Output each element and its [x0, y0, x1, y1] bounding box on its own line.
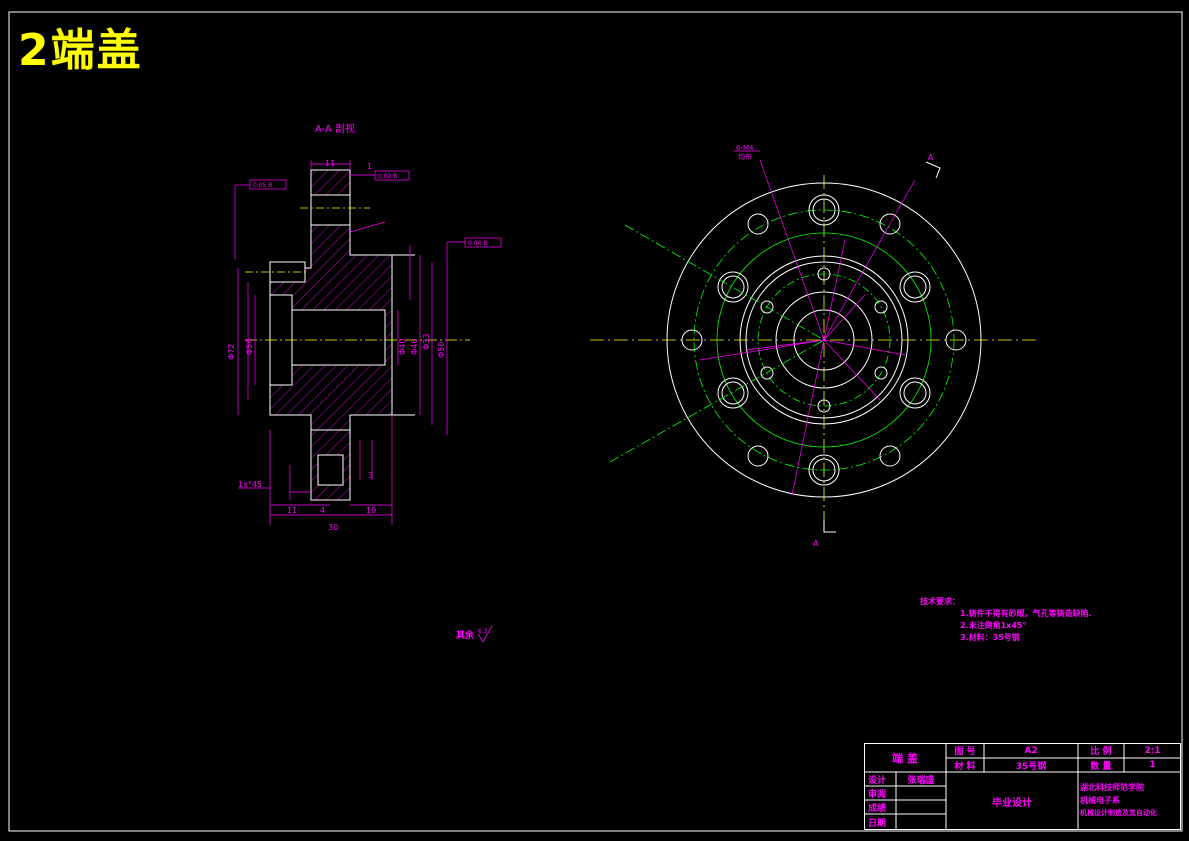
quantity-value: 1: [1149, 760, 1156, 770]
dim-phi50: Φ50: [437, 342, 446, 358]
bore-circle: [793, 309, 855, 371]
section-bore: [289, 309, 386, 366]
tech-item-1: 1.铸件不得有砂眼，气孔等铸造缺陷.: [960, 609, 1092, 618]
date-label: 日期: [868, 818, 887, 829]
dim-11-top: 11: [325, 159, 335, 168]
roughness-value: 6.3: [478, 628, 488, 635]
department-name: 机械电子系: [1080, 795, 1120, 805]
scale-label: 比 例: [1090, 747, 1112, 757]
section-view: A-A 剖视: [227, 122, 502, 643]
dim-phi40: Φ40: [398, 339, 407, 355]
tolerance-frames: 0.05 B 0.02 B 0.04 B: [249, 170, 502, 248]
outer-flange-circle: [666, 182, 982, 498]
drawing-no: A2: [1024, 745, 1038, 756]
dim-phi33: Φ33: [422, 334, 431, 350]
cut-mark-bottom: A: [813, 539, 819, 548]
bore-outer-circle: [775, 291, 873, 389]
dim-chamfer: 1x°45: [238, 480, 262, 489]
major-name: 机械设计制造及其自动化: [1080, 809, 1157, 817]
dim-30: 30: [328, 523, 338, 532]
cutting-plane-marks: [823, 161, 941, 533]
tech-heading: 技术要求：: [920, 597, 960, 606]
upper-bolt-hole: [310, 194, 351, 226]
design-label: 设计: [868, 775, 887, 786]
radial-dimension-lines: [699, 159, 916, 496]
inner-pitch-circle: [757, 273, 891, 407]
sheet-border: [8, 11, 1183, 832]
tech-item-3: 3.材料：35号钢: [960, 633, 1020, 642]
school-name: 湖北科技师范学院: [1080, 782, 1144, 792]
holes-note-1: 6-M4: [736, 144, 754, 152]
review-label: 审阅: [868, 789, 887, 800]
title-block: 端 盖 图 号 A2 比 例 2:1 材 料 35号钢 数 量 1 设计 张瑞盛…: [864, 743, 1181, 830]
sheet-title: 2端盖: [18, 25, 143, 76]
proof-label: 成绩: [868, 803, 887, 814]
outer-bolt-holes: [717, 194, 931, 486]
tolerance-frame-1: 0.05 B: [253, 182, 272, 189]
front-view: A A 6-M4 均布: [590, 144, 1040, 548]
section-label: A-A 剖视: [315, 122, 355, 135]
dim-10: 10: [366, 506, 376, 515]
dim-phi46: Φ46: [410, 339, 419, 355]
section-dimension-lines: [234, 160, 465, 525]
roughness-note: 其余: [456, 629, 475, 641]
tolerance-frame-3: 0.02 B: [378, 173, 397, 180]
bolt-pitch-circle: [693, 209, 955, 471]
holes-note-2: 均布: [738, 152, 752, 161]
dim-11-bottom: 11: [287, 506, 297, 515]
outer-small-holes: [681, 213, 967, 467]
project-name: 毕业设计: [992, 797, 1032, 809]
inner-small-holes: [760, 267, 888, 413]
scale-value: 2:1: [1144, 745, 1161, 756]
designer-name: 张瑞盛: [907, 775, 935, 786]
tech-item-2: 2.未注倒角1x45°: [960, 621, 1027, 630]
cut-mark-top: A: [928, 153, 934, 162]
hub-chamfer-circle: [745, 261, 903, 419]
lower-bolt-hole: [317, 454, 344, 486]
drawing-no-label: 图 号: [954, 747, 976, 757]
mid-circle: [716, 232, 932, 448]
material-value: 35号钢: [1015, 761, 1047, 772]
dim-phi72: Φ72: [227, 344, 236, 360]
dim-3: 3: [368, 471, 373, 480]
construction-lines: [609, 224, 825, 463]
tolerance-frame-2: 0.04 B: [468, 240, 487, 247]
material-label: 材 料: [954, 761, 976, 772]
dim-4: 4: [320, 506, 325, 515]
hub-outer-circle: [739, 255, 909, 425]
dim-1: 1: [367, 162, 372, 171]
roughness-symbol-icon: [477, 625, 493, 643]
part-name: 端 盖: [892, 751, 918, 765]
title-block-grid: [864, 743, 1181, 830]
technical-requirements: 技术要求： 1.铸件不得有砂眼，气孔等铸造缺陷. 2.未注倒角1x45° 3.材…: [920, 596, 1092, 644]
dim-phi56: Φ56: [245, 339, 254, 355]
quantity-label: 数 量: [1090, 761, 1112, 772]
